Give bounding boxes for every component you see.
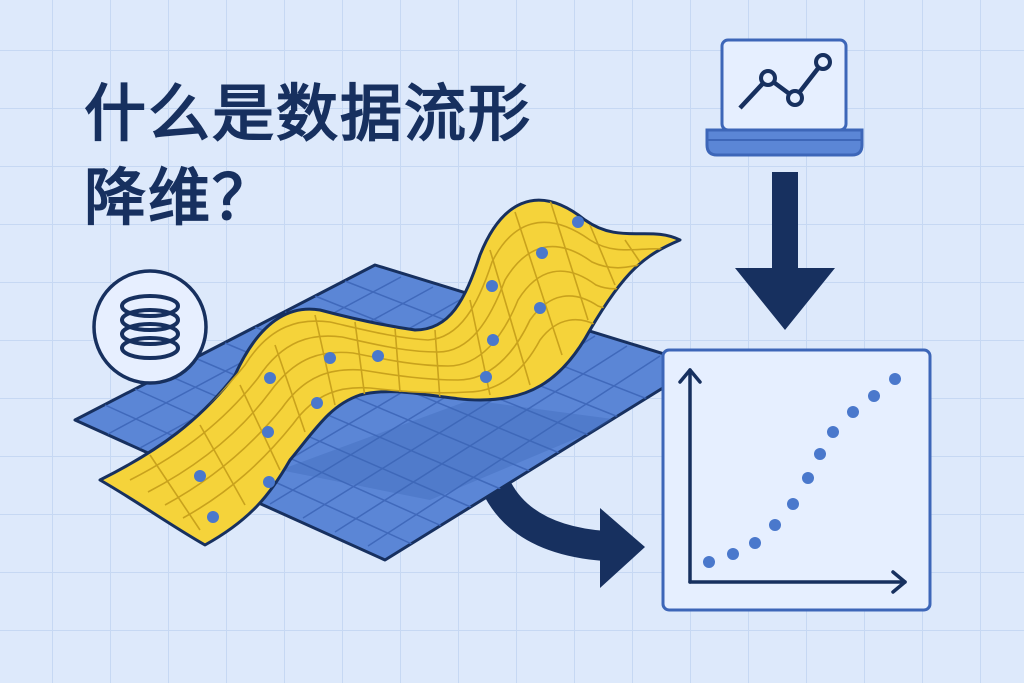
coil-spring-icon (92, 269, 208, 385)
plane-shadow (280, 400, 620, 500)
title-line-2: 降维？ (84, 161, 277, 234)
manifold-data-points (194, 216, 584, 523)
yellow-manifold (98, 198, 682, 547)
embedding-data-points (703, 373, 901, 568)
embedding-axes (678, 368, 907, 594)
arrow-down-icon (735, 172, 835, 330)
page-title: 什么是数据流形 降维？ (84, 72, 532, 240)
curved-arrow-right-icon (484, 482, 645, 588)
title-line-1: 什么是数据流形 (84, 77, 533, 150)
embedding-panel (661, 348, 932, 612)
laptop-line-chart-icon (705, 38, 864, 157)
